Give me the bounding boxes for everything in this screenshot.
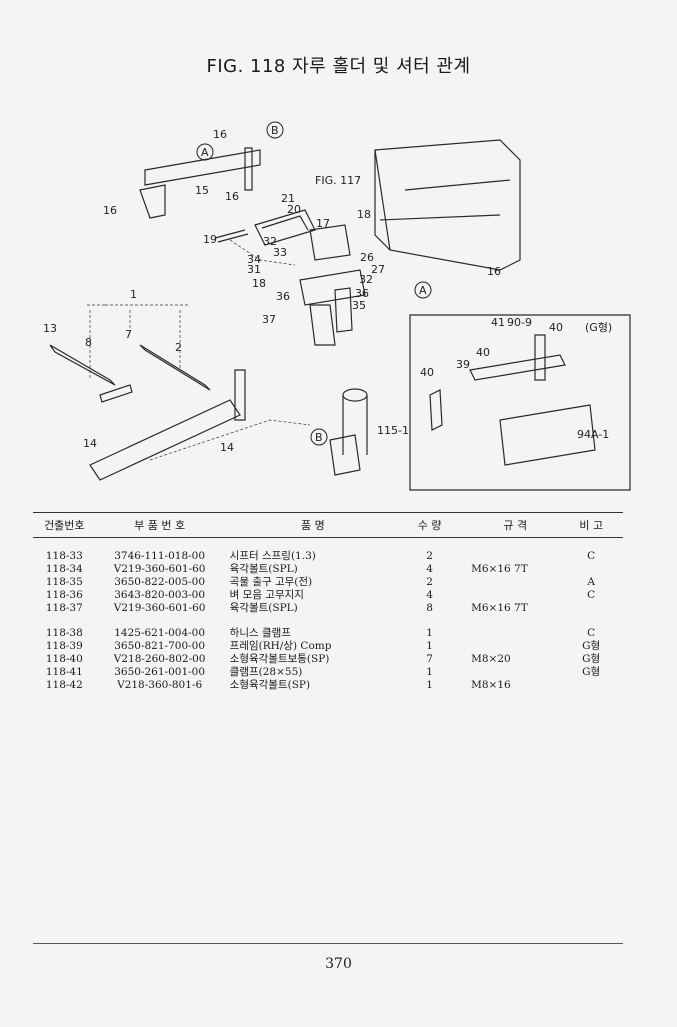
svg-text:17: 17 xyxy=(316,217,330,230)
table-row: 118-41 3650-261-001-00 클램프(28×55) 1 G형 xyxy=(45,666,601,678)
svg-text:115-1: 115-1 xyxy=(377,424,409,437)
svg-text:B: B xyxy=(315,431,323,444)
svg-text:B: B xyxy=(271,124,279,137)
svg-text:40: 40 xyxy=(476,346,490,359)
svg-text:13: 13 xyxy=(43,322,57,335)
col-quantity: 수 량 xyxy=(396,512,464,538)
svg-text:40: 40 xyxy=(549,321,563,334)
svg-text:31: 31 xyxy=(247,263,261,276)
svg-text:A: A xyxy=(201,146,209,159)
table-body: 118-33 3746-111-018-00 시프터 스프링(1.3) 2 C … xyxy=(33,538,623,693)
fig-ref-label: FIG. 117 xyxy=(315,174,361,187)
svg-text:21: 21 xyxy=(281,192,295,205)
svg-text:35: 35 xyxy=(352,299,366,312)
svg-text:20: 20 xyxy=(287,203,301,216)
table-row: 118-38 1425-621-004-00 하니스 클램프 1 C xyxy=(45,627,596,639)
table-row: 118-39 3650-821-700-00 프레임(RH/상) Comp 1 … xyxy=(45,640,601,652)
svg-text:39: 39 xyxy=(456,358,470,371)
svg-text:16: 16 xyxy=(103,204,117,217)
svg-text:40: 40 xyxy=(420,366,434,379)
col-note: 비 고 xyxy=(559,512,623,538)
svg-text:16: 16 xyxy=(213,128,227,141)
leader-lines xyxy=(85,239,311,461)
svg-text:36: 36 xyxy=(355,287,369,300)
marker-labels: A B A B FIG. 117 xyxy=(201,124,427,444)
svg-text:94A-1: 94A-1 xyxy=(577,428,609,441)
svg-text:26: 26 xyxy=(360,251,374,264)
diagram-svg: A B A B FIG. 117 16 16 15 16 16 21 20 17… xyxy=(43,121,631,491)
col-part-number: 부 품 번 호 xyxy=(95,512,224,538)
svg-text:14: 14 xyxy=(83,437,97,450)
svg-text:18: 18 xyxy=(252,277,266,290)
svg-text:34: 34 xyxy=(247,253,261,266)
svg-text:(G형): (G형) xyxy=(585,321,612,334)
col-ref: 건출번호 xyxy=(33,512,96,538)
svg-text:32: 32 xyxy=(359,273,373,286)
parts-table: 건출번호 부 품 번 호 품 명 수 량 규 격 비 고 118-33 3746… xyxy=(33,512,623,692)
svg-text:37: 37 xyxy=(262,313,276,326)
svg-text:16: 16 xyxy=(487,265,501,278)
svg-text:90-9: 90-9 xyxy=(507,316,532,329)
svg-text:27: 27 xyxy=(371,263,385,276)
svg-text:15: 15 xyxy=(195,184,209,197)
table-row: 118-34 V219-360-601-60 육각볼트(SPL) 4 M6×16… xyxy=(45,563,528,575)
svg-text:2: 2 xyxy=(175,341,182,354)
table-header-row: 건출번호 부 품 번 호 품 명 수 량 규 격 비 고 xyxy=(33,512,623,538)
table-row: 118-40 V218-260-802-00 소형육각볼트보통(SP) 7 M8… xyxy=(45,653,601,665)
svg-text:1: 1 xyxy=(130,288,137,301)
table-row: 118-42 V218-360-801-6 소형육각볼트(SP) 1 M8×16 xyxy=(45,679,511,691)
callout-labels: 16 16 15 16 16 21 20 17 18 19 32 33 34 3… xyxy=(43,128,612,454)
exploded-parts-diagram: A B A B FIG. 117 16 16 15 16 16 21 20 17… xyxy=(30,120,650,510)
diagram-lines xyxy=(49,139,631,491)
table-row: 118-35 3650-822-005-00 곡물 출구 고무(전) 2 A xyxy=(45,576,595,588)
bottom-rule xyxy=(33,943,623,944)
col-part-name: 품 명 xyxy=(223,512,397,538)
table-row: 118-36 3643-820-003-00 벼 모음 고무지지 4 C xyxy=(45,589,596,601)
svg-text:36: 36 xyxy=(276,290,290,303)
svg-text:16: 16 xyxy=(225,190,239,203)
col-spec: 규 격 xyxy=(463,512,560,538)
svg-text:14: 14 xyxy=(220,441,234,454)
svg-text:18: 18 xyxy=(357,208,371,221)
svg-text:8: 8 xyxy=(85,336,92,349)
svg-text:19: 19 xyxy=(203,233,217,246)
svg-text:7: 7 xyxy=(125,328,132,341)
page-number: 370 xyxy=(325,956,352,972)
svg-text:33: 33 xyxy=(273,246,287,259)
table-row: 118-33 3746-111-018-00 시프터 스프링(1.3) 2 C xyxy=(45,550,596,562)
svg-text:32: 32 xyxy=(263,235,277,248)
svg-text:A: A xyxy=(419,284,427,297)
reference-markers xyxy=(196,121,432,446)
figure-title: FIG. 118 자루 홀더 및 셔터 관계 xyxy=(206,56,471,77)
svg-text:41: 41 xyxy=(491,316,505,329)
table-row: 118-37 V219-360-601-60 육각볼트(SPL) 8 M6×16… xyxy=(45,602,528,614)
